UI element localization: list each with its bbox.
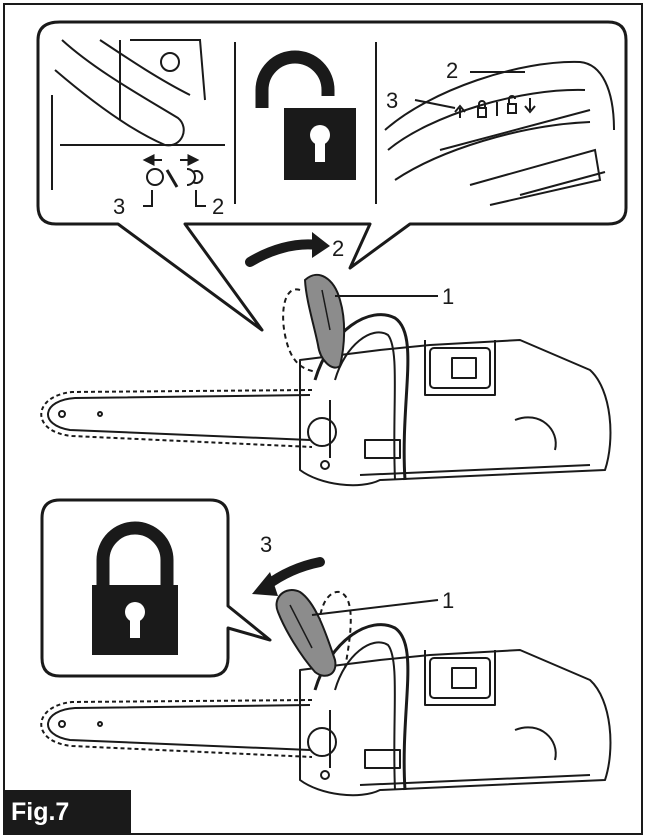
label-lever-top: 1 <box>442 284 454 309</box>
zoom-left-label-3: 3 <box>113 194 125 219</box>
label-lever-bottom: 1 <box>442 588 454 613</box>
leader-line-bottom <box>311 599 439 616</box>
chain-brake-lever-bottom <box>275 589 337 677</box>
chain-brake-lever-top <box>303 273 346 369</box>
arrow-forward <box>245 239 323 267</box>
zoom-left-label-2: 2 <box>212 194 224 219</box>
zoom-left-panel <box>51 39 225 207</box>
padlock-closed-icon <box>92 521 178 655</box>
padlock-open-icon <box>255 50 356 180</box>
arrow-backward <box>261 557 325 591</box>
label-direction-top: 2 <box>332 236 344 261</box>
chainsaw-top <box>40 288 612 487</box>
zoom-right-label-2: 2 <box>446 58 458 83</box>
figure-tag: Fig.7 <box>3 790 131 835</box>
zoom-right-label-3: 3 <box>386 88 398 113</box>
zoom-right-panel <box>384 60 615 206</box>
label-direction-bottom: 3 <box>260 532 272 557</box>
